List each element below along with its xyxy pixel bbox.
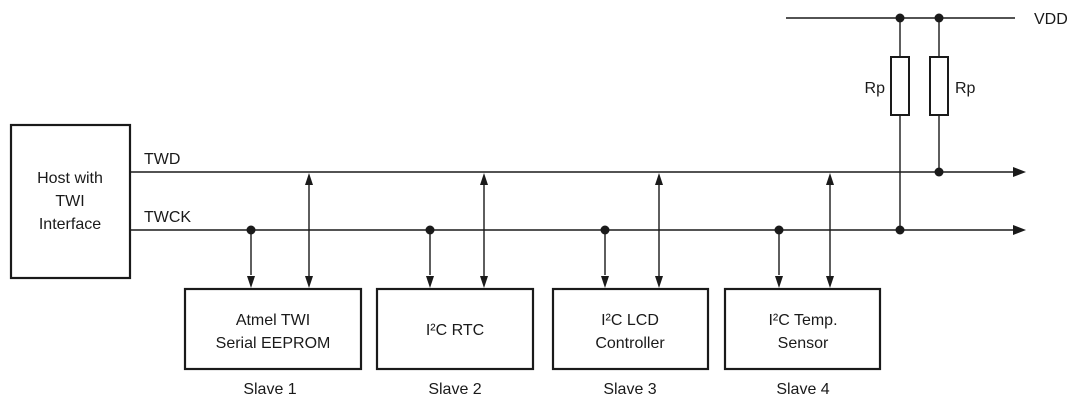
pullup-resistor-twd: Rp xyxy=(929,13,976,177)
slave-2-twd-arrow-down xyxy=(480,276,488,288)
twck-label: TWCK xyxy=(144,209,191,226)
slave-4-twd-arrow-down xyxy=(826,276,834,288)
slave-3-twck-junction xyxy=(600,225,610,235)
slave-2-twck-junction xyxy=(425,225,435,235)
slave-1-twd-arrow-up xyxy=(305,173,313,185)
slave-4-caption: Slave 4 xyxy=(776,381,829,398)
slave-3-twck-arrow-down xyxy=(601,276,609,288)
resistor-1-twck-junction xyxy=(895,225,905,235)
slave-2: I²C RTC Slave 2 xyxy=(375,173,535,398)
twd-bus-arrow xyxy=(1013,167,1026,177)
slave-1-label-line-2: Serial EEPROM xyxy=(216,335,331,352)
slave-2-caption: Slave 2 xyxy=(428,381,481,398)
slave-4-twck-arrow-down xyxy=(775,276,783,288)
slave-2-box xyxy=(375,287,535,371)
slave-3-caption: Slave 3 xyxy=(603,381,656,398)
pullup-resistor-twck: Rp xyxy=(865,13,910,235)
slave-3-label-line-2: Controller xyxy=(595,335,665,352)
slave-4-twd-arrow-up xyxy=(826,173,834,185)
host-label-line-2: TWI xyxy=(55,193,84,210)
host-device: Host with TWI Interface xyxy=(9,123,132,280)
resistor-2-label: Rp xyxy=(955,80,976,97)
slave-2-label-line-1: I²C RTC xyxy=(426,322,484,339)
slave-1-caption: Slave 1 xyxy=(243,381,296,398)
twck-bus-arrow xyxy=(1013,225,1026,235)
slave-3-twd-arrow-up xyxy=(655,173,663,185)
resistor-2-twd-junction xyxy=(934,167,944,177)
slave-1: Atmel TWI Serial EEPROM Slave 1 xyxy=(183,173,363,398)
slave-4: I²C Temp. Sensor Slave 4 xyxy=(723,173,882,398)
slave-3-label-line-1: I²C LCD xyxy=(601,312,659,329)
slave-4-label-line-2: Sensor xyxy=(778,335,829,352)
slave-1-twd-arrow-down xyxy=(305,276,313,288)
slave-2-twck-arrow-down xyxy=(426,276,434,288)
vdd-label: VDD xyxy=(1034,11,1068,28)
slave-4-box xyxy=(723,287,882,371)
resistor-1-vdd-junction xyxy=(895,13,905,23)
slave-1-twck-junction xyxy=(246,225,256,235)
slave-3-twd-arrow-down xyxy=(655,276,663,288)
host-box xyxy=(9,123,132,280)
resistor-1-body xyxy=(890,56,910,116)
slave-4-label-line-1: I²C Temp. xyxy=(768,312,837,329)
slave-1-label-line-1: Atmel TWI xyxy=(236,312,310,329)
resistor-1-label: Rp xyxy=(865,80,886,97)
resistor-2-body xyxy=(929,56,949,116)
slave-1-box xyxy=(183,287,363,371)
host-label-line-3: Interface xyxy=(39,216,101,233)
slave-2-twd-arrow-up xyxy=(480,173,488,185)
slave-3-box xyxy=(551,287,710,371)
twd-label: TWD xyxy=(144,151,180,168)
slave-4-twck-junction xyxy=(774,225,784,235)
slave-1-twck-arrow-down xyxy=(247,276,255,288)
resistor-2-vdd-junction xyxy=(934,13,944,23)
slave-3: I²C LCD Controller Slave 3 xyxy=(551,173,710,398)
host-label-line-1: Host with xyxy=(37,170,103,187)
